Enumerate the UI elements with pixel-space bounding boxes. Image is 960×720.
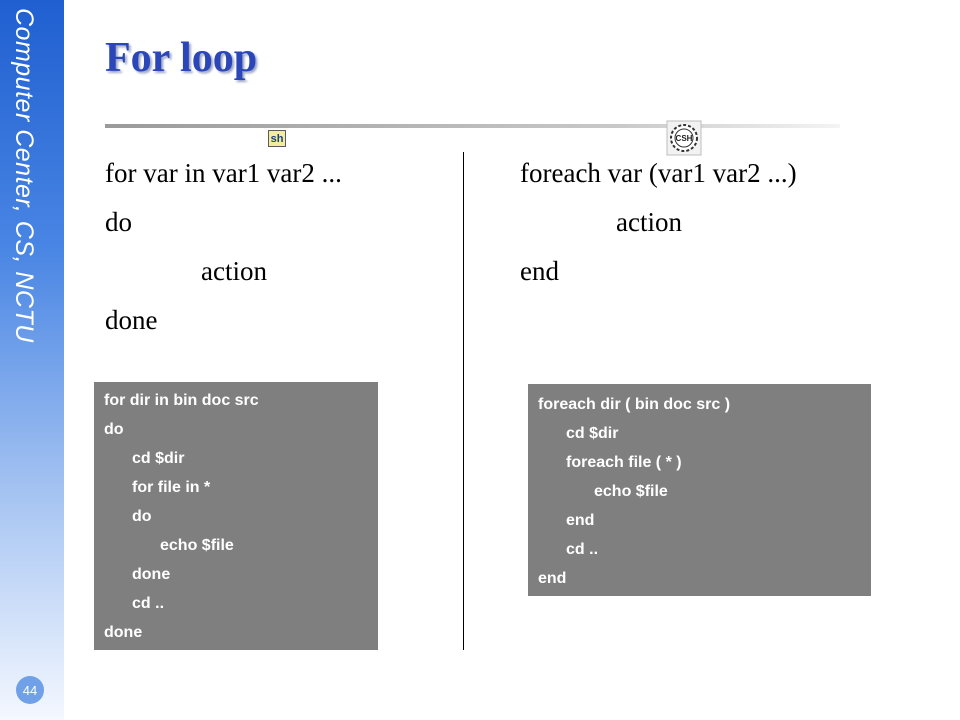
csh-icon: CSH <box>666 120 702 156</box>
sh-example-line: cd .. <box>132 595 165 612</box>
csh-example-line: end <box>538 570 567 587</box>
csh-example-line: cd $dir <box>566 425 619 442</box>
page-number-badge: 44 <box>16 676 44 704</box>
sh-example-line: for file in * <box>132 479 211 496</box>
sidebar: Computer Center, CS, NCTU 44 <box>0 0 64 720</box>
sh-example-line: do <box>132 508 152 525</box>
sidebar-label: Computer Center, CS, NCTU <box>10 8 38 343</box>
csh-example-line: foreach dir ( bin doc src ) <box>538 396 731 413</box>
csh-example-line: echo $file <box>594 483 668 500</box>
sh-example-line: for dir in bin doc src <box>104 392 259 409</box>
csh-icon-text: CSH <box>676 134 693 143</box>
sh-example-line: done <box>104 624 143 641</box>
csh-example-line: cd .. <box>566 541 599 558</box>
sh-syntax-line: action <box>201 256 267 286</box>
csh-syntax-line: foreach var (var1 var2 ...) <box>520 158 797 188</box>
sh-example-line: done <box>132 566 171 583</box>
sh-syntax-line: for var in var1 var2 ... <box>105 158 342 188</box>
csh-example-line: end <box>566 512 595 529</box>
sh-example-line: do <box>104 421 124 438</box>
csh-example-box: foreach dir ( bin doc src ) cd $dir fore… <box>528 384 871 596</box>
sh-icon-text: sh <box>270 132 284 145</box>
sh-example-box: for dir in bin doc src do cd $dir for fi… <box>94 382 378 650</box>
csh-example-line: foreach file ( * ) <box>566 454 682 471</box>
csh-syntax-line: action <box>616 207 682 237</box>
column-divider <box>463 152 464 650</box>
csh-syntax-line: end <box>520 256 559 286</box>
sh-syntax-line: do <box>105 207 132 237</box>
title-underline <box>105 124 840 128</box>
sh-syntax-line: done <box>105 305 158 335</box>
sh-icon: sh <box>268 130 286 147</box>
sh-example-line: cd $dir <box>132 450 185 467</box>
sh-example-line: echo $file <box>160 537 234 554</box>
slide-title: For loop <box>105 35 258 81</box>
